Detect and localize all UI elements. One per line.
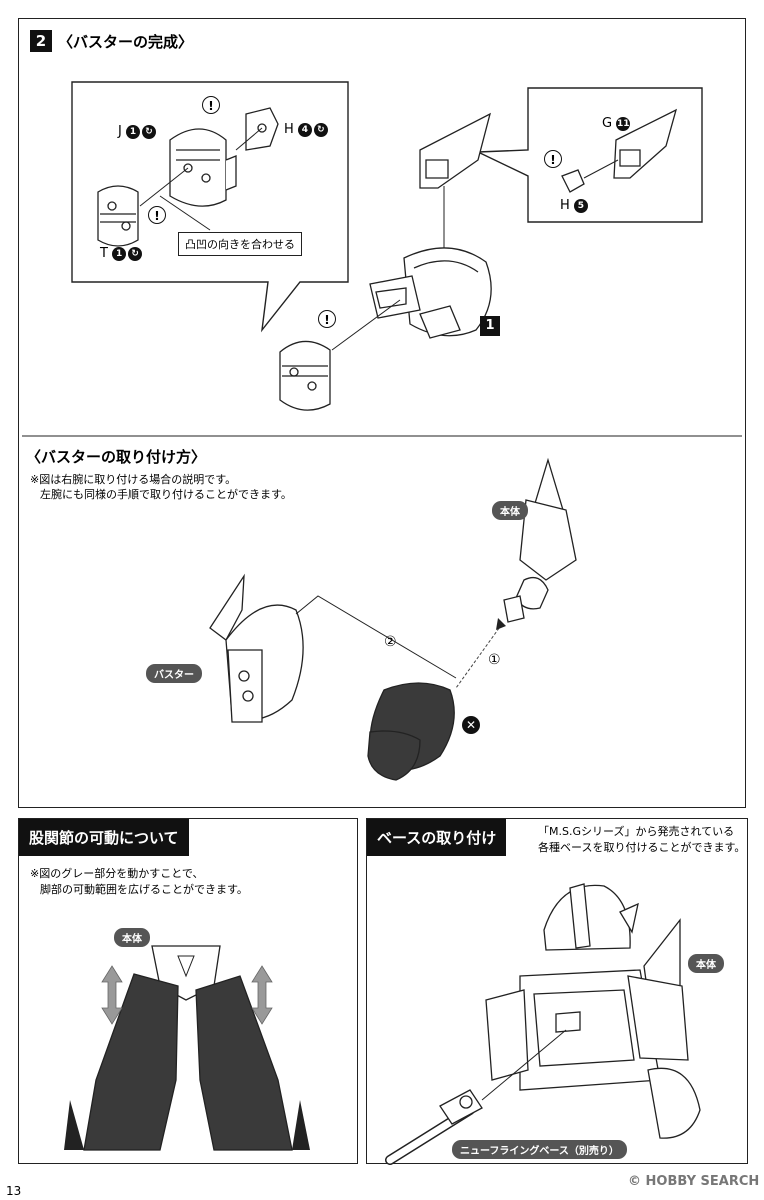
warning-icon: ! bbox=[318, 310, 336, 328]
order-1-marker: ① bbox=[488, 652, 501, 668]
base-product-label: ニューフライングベース（別売り） bbox=[452, 1140, 627, 1159]
base-title: ベースの取り付け bbox=[367, 819, 507, 856]
align-note: 凸凹の向きを合わせる bbox=[178, 232, 302, 256]
main-frame bbox=[18, 18, 746, 808]
attach-note-line2: 左腕にも同様の手順で取り付けることができます。 bbox=[40, 488, 292, 501]
remove-icon: ✕ bbox=[462, 716, 480, 734]
hip-title: 股関節の可動について bbox=[19, 819, 189, 856]
watermark: © HOBBY SEARCH bbox=[628, 1174, 760, 1189]
part-label-t: T 1↻ bbox=[100, 246, 143, 261]
buster-label: バスター bbox=[146, 664, 202, 683]
attach-illustration bbox=[209, 457, 577, 781]
warning-icon: ! bbox=[544, 150, 562, 168]
runner-icon: ↻ bbox=[141, 124, 156, 139]
base-panel: ベースの取り付け bbox=[366, 818, 748, 1164]
hip-body-label: 本体 bbox=[114, 928, 150, 947]
hip-note-line1: ※図のグレー部分を動かすことで、 bbox=[30, 867, 204, 880]
page-number: 13 bbox=[6, 1184, 22, 1198]
order-2-marker: ② bbox=[384, 634, 397, 650]
attach-note-line1: ※図は右腕に取り付ける場合の説明です。 bbox=[30, 473, 237, 486]
body-label: 本体 bbox=[492, 501, 528, 520]
step-illustration bbox=[22, 81, 742, 437]
runner-icon: ↻ bbox=[128, 246, 143, 261]
part-label-h-top: H 4↻ bbox=[284, 122, 328, 137]
step-title: 〈バスターの完成〉 bbox=[58, 33, 194, 51]
base-note-line1: 「M.S.Gシリーズ」から発売されている bbox=[538, 825, 735, 838]
part-label-j: J 1↻ bbox=[118, 124, 156, 139]
base-body-label: 本体 bbox=[688, 954, 724, 973]
step-number-badge: 2 bbox=[30, 30, 52, 52]
hip-note-line2: 脚部の可動範囲を広げることができます。 bbox=[40, 883, 248, 896]
part-label-g: G 11 bbox=[602, 116, 631, 131]
warning-icon: ! bbox=[148, 206, 166, 224]
runner-icon: ↻ bbox=[313, 122, 328, 137]
warning-icon: ! bbox=[202, 96, 220, 114]
base-note-line2: 各種ベースを取り付けることができます。 bbox=[538, 841, 746, 854]
hip-panel: 股関節の可動について bbox=[18, 818, 358, 1164]
part-label-h-right: H 5 bbox=[560, 198, 588, 213]
ref-step-badge: 1 bbox=[480, 316, 500, 336]
attach-title: 〈バスターの取り付け方〉 bbox=[26, 448, 207, 466]
